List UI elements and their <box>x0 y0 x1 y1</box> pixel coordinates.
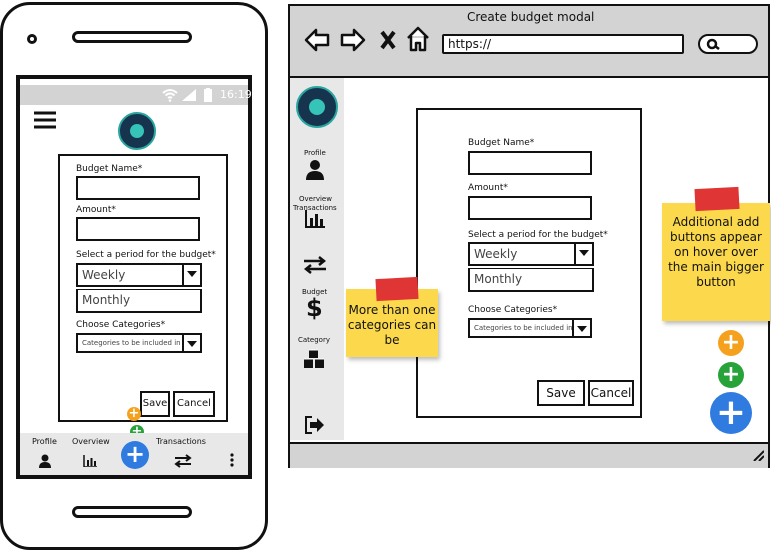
period-label: Select a period for the budget* <box>76 250 216 260</box>
amount-label: Amount* <box>468 183 508 193</box>
back-icon[interactable] <box>304 28 330 52</box>
chevron-down-icon[interactable] <box>574 244 592 264</box>
budget-name-label: Budget Name* <box>468 138 535 148</box>
add-orange-button[interactable]: + <box>127 406 141 421</box>
signal-icon <box>182 89 196 101</box>
browser-footer <box>290 442 768 468</box>
resize-icon[interactable] <box>750 449 764 461</box>
logout-icon[interactable] <box>305 416 325 434</box>
budget-name-label: Budget Name* <box>76 164 143 174</box>
dollar-icon[interactable]: $ <box>306 294 323 322</box>
chevron-down-icon[interactable] <box>182 335 200 351</box>
url-text: https:// <box>448 37 492 51</box>
person-icon[interactable] <box>306 160 324 180</box>
categories-select[interactable]: Categories to be included in <box>468 318 592 338</box>
phone-budget-form <box>58 154 228 422</box>
url-bar[interactable]: https:// <box>442 34 684 54</box>
phone-camera <box>27 34 37 44</box>
bar-chart-icon[interactable] <box>83 455 97 467</box>
chevron-down-icon[interactable] <box>182 265 200 285</box>
nav-profile-label: Profile <box>32 437 57 446</box>
browser-budget-form <box>416 108 642 418</box>
sidebar-logo <box>296 86 338 128</box>
add-orange-button[interactable]: + <box>718 330 744 356</box>
bar-chart-icon[interactable] <box>305 210 325 228</box>
app-logo <box>118 112 156 150</box>
cancel-button[interactable]: Cancel <box>588 380 634 406</box>
add-main-button[interactable]: + <box>121 441 149 469</box>
more-icon[interactable] <box>230 453 234 467</box>
transfer-icon[interactable] <box>303 256 327 274</box>
period-select[interactable]: Weekly <box>76 263 202 287</box>
period-label: Select a period for the budget* <box>468 230 608 240</box>
phone-frame <box>0 2 268 550</box>
search-box[interactable] <box>698 34 758 54</box>
amount-input[interactable] <box>76 217 200 241</box>
cubes-icon[interactable] <box>303 349 325 369</box>
status-time: 16:19 <box>220 88 252 101</box>
period-option-monthly[interactable]: Monthly <box>468 268 594 292</box>
menu-icon[interactable] <box>34 111 56 129</box>
amount-label: Amount* <box>76 205 116 215</box>
add-green-button[interactable]: + <box>718 362 744 388</box>
phone-speaker <box>72 31 192 43</box>
chevron-down-icon[interactable] <box>572 320 590 336</box>
categories-placeholder: Categories to be included in <box>474 324 573 332</box>
forward-icon[interactable] <box>340 28 366 52</box>
nav-transactions-label: Transactions <box>156 437 206 446</box>
period-selected-value: Weekly <box>474 247 518 261</box>
amount-input[interactable] <box>468 196 592 220</box>
close-icon[interactable] <box>380 30 396 50</box>
sidebar-item-overview[interactable]: Overview <box>299 195 332 203</box>
person-icon[interactable] <box>39 454 51 468</box>
save-button[interactable]: Save <box>140 391 170 417</box>
categories-label: Choose Categories* <box>468 305 558 315</box>
budget-name-input[interactable] <box>76 176 200 200</box>
browser-title: Create budget modal <box>467 10 595 24</box>
period-select[interactable]: Weekly <box>468 242 594 266</box>
period-option-monthly[interactable]: Monthly <box>76 289 202 313</box>
buttons-sticky-note: Additional add buttons appear on hover o… <box>662 203 770 321</box>
status-bar: 16:19 <box>20 85 252 105</box>
search-icon <box>706 38 720 50</box>
transfer-icon[interactable] <box>174 454 192 468</box>
add-main-button[interactable]: + <box>710 392 752 434</box>
wifi-icon <box>162 88 178 102</box>
budget-name-input[interactable] <box>468 151 592 175</box>
buttons-note-tape <box>694 186 740 212</box>
battery-icon <box>204 88 212 102</box>
sidebar-item-profile[interactable]: Profile <box>304 149 326 157</box>
cancel-button[interactable]: Cancel <box>173 391 215 417</box>
sidebar <box>290 78 344 440</box>
period-selected-value: Weekly <box>82 268 126 282</box>
nav-overview-label: Overview <box>72 437 110 446</box>
categories-placeholder: Categories to be included in <box>82 339 181 347</box>
sidebar-item-transactions[interactable]: Transactions <box>293 204 337 212</box>
categories-sticky-note: More than one categories can be <box>346 289 438 357</box>
home-icon[interactable] <box>406 26 430 52</box>
phone-screen: 16:19 Budget Name* Amount* Select a peri… <box>16 75 252 479</box>
save-button[interactable]: Save <box>537 380 585 406</box>
sidebar-item-budget[interactable]: Budget <box>302 288 328 296</box>
phone-home-button[interactable] <box>72 506 192 518</box>
categories-note-tape <box>375 276 419 302</box>
categories-select[interactable]: Categories to be included in <box>76 333 202 353</box>
categories-label: Choose Categories* <box>76 320 166 330</box>
sidebar-item-category[interactable]: Category <box>298 336 330 344</box>
